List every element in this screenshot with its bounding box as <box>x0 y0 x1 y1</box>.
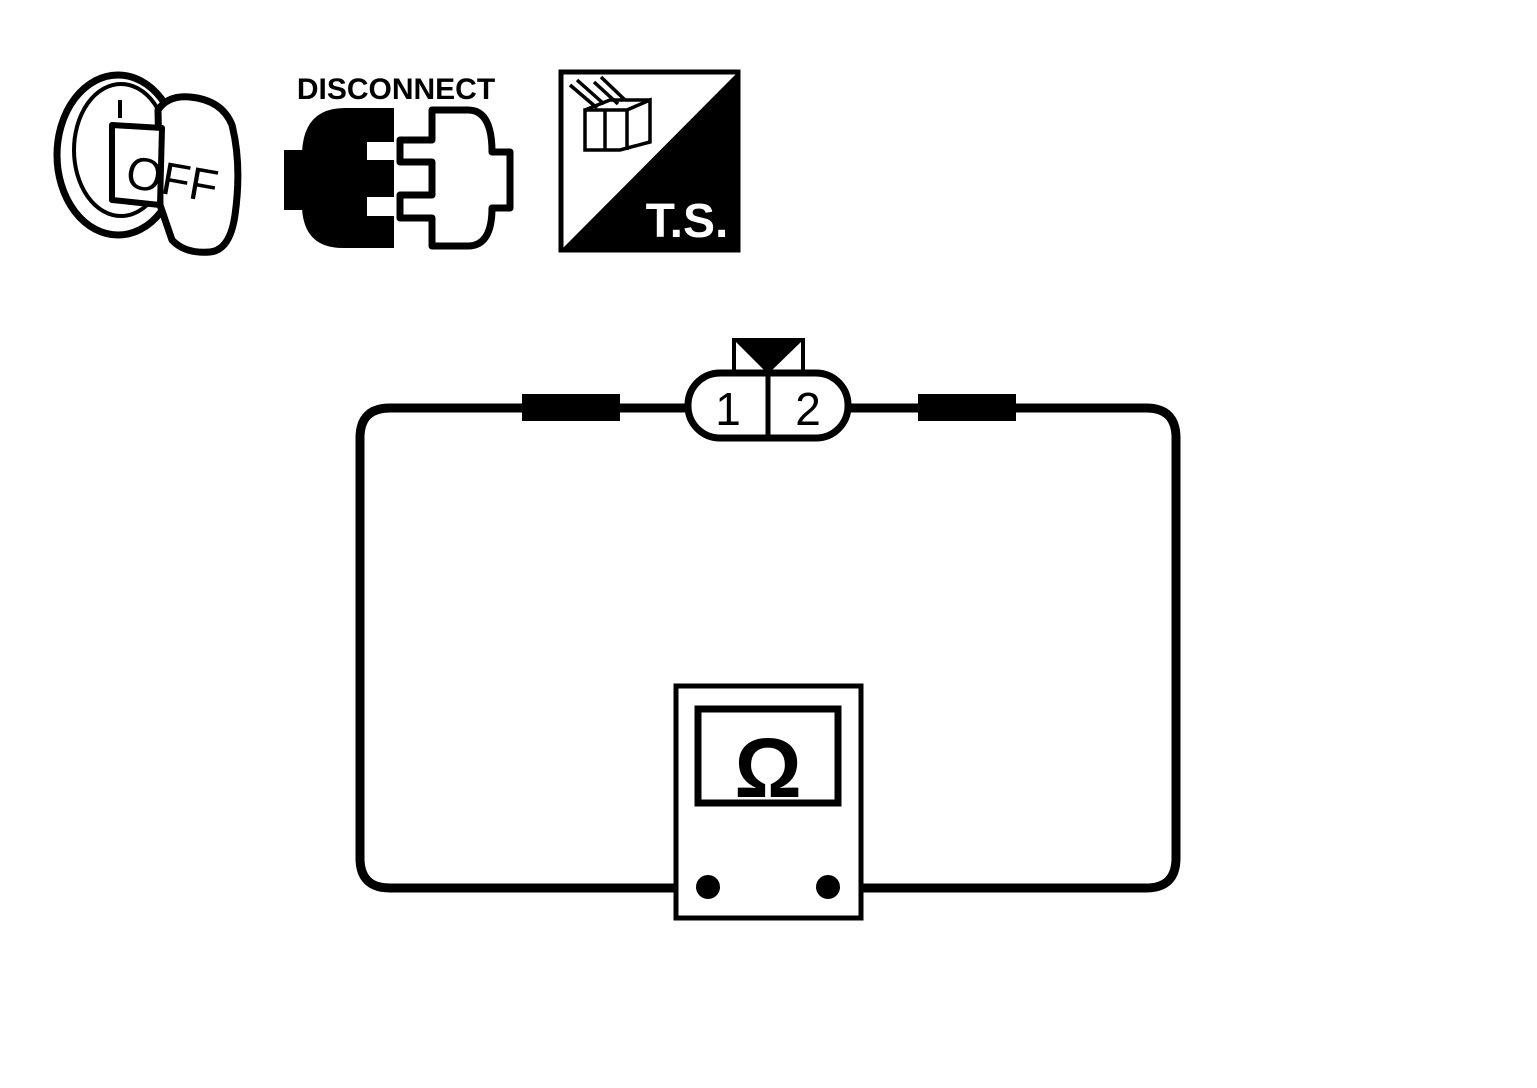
connector-pin-1: 1 <box>715 383 741 435</box>
right-probe <box>918 394 1016 421</box>
connector: 1 2 <box>684 338 852 442</box>
left-probe <box>522 394 620 421</box>
disconnect-label: DISCONNECT <box>297 73 495 106</box>
ohmmeter-terminal-left <box>696 875 720 899</box>
terminal-side-icon: T.S. <box>558 69 741 253</box>
ohm-symbol-icon: Ω <box>734 721 801 815</box>
connector-sketch-icon <box>568 75 652 152</box>
ohmmeter-terminal-right <box>816 875 840 899</box>
connector-pin-2: 2 <box>795 383 821 435</box>
right-wire <box>825 403 1181 893</box>
connector-lock-icon <box>734 340 803 374</box>
circuit-wires <box>355 403 1181 893</box>
disconnect-icon: DISCONNECT <box>284 73 514 250</box>
terminal-side-label: T.S. <box>646 195 729 248</box>
ohmmeter-display <box>694 705 842 807</box>
ignition-off-icon: OFF <box>53 71 242 256</box>
left-wire <box>355 403 705 893</box>
ohmmeter: Ω <box>673 683 864 921</box>
